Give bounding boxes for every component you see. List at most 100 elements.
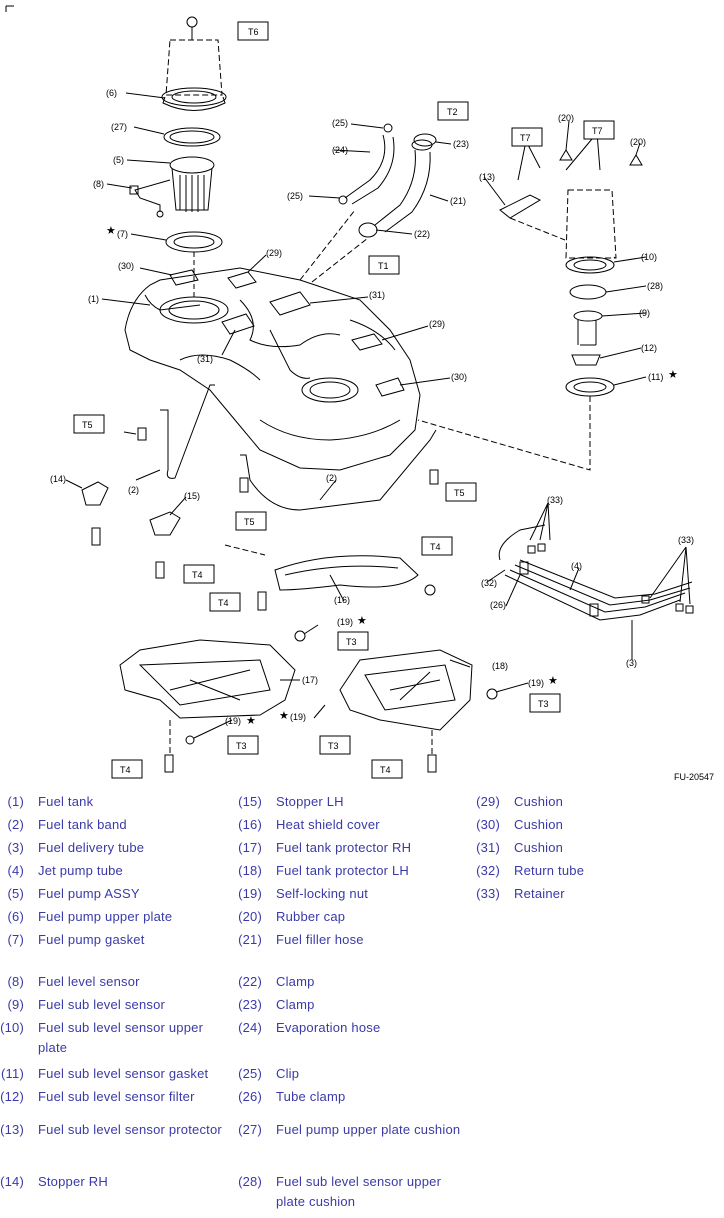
callout-12: (12) (641, 343, 657, 353)
star-icon: ★ (668, 369, 678, 381)
svg-text:T6: T6 (248, 27, 259, 37)
exploded-parts-diagram: (6) (27) (5) (8) (7) (30) (1) (29) (31) … (5, 5, 694, 779)
callout-19b: (19) (528, 678, 544, 688)
fuel-pump-assy (129, 156, 215, 218)
torque-box-t3b: T3 (529, 693, 561, 713)
fuel-sub-level-sensor-filter (571, 354, 601, 366)
callout-10: (10) (641, 252, 657, 262)
callout-20a: (20) (558, 113, 574, 123)
legend-item: (16)Heat shield cover (238, 817, 380, 832)
parts-legend: (1)Fuel tank (2)Fuel tank band (3)Fuel d… (0, 790, 724, 1218)
legend-item: (12)Fuel sub level sensor filter (0, 1089, 195, 1104)
fuel-sub-level-sensor-upper-plate (565, 189, 617, 274)
clip (338, 195, 348, 205)
star-icon: ★ (357, 615, 367, 627)
legend-item: (28)Fuel sub level sensor upper plate cu… (238, 1174, 442, 1209)
svg-text:T3: T3 (346, 637, 357, 647)
callout-33a: (33) (547, 495, 563, 505)
cushion-29 (227, 271, 383, 351)
torque-box-t1: T1 (368, 255, 400, 275)
torque-box-t3c: T3 (227, 735, 259, 755)
callout-32: (32) (481, 578, 497, 588)
callout-3: (3) (626, 658, 637, 668)
svg-text:T4: T4 (430, 542, 441, 552)
callout-28: (28) (647, 281, 663, 291)
legend-item: (10)Fuel sub level sensor upper plate (0, 1020, 204, 1055)
svg-text:T4: T4 (192, 570, 203, 580)
callout-11: (11) (648, 372, 663, 382)
legend-item: (17)Fuel tank protector RH (238, 840, 412, 855)
callouts: (6) (27) (5) (8) (7) (30) (1) (29) (31) … (50, 88, 694, 726)
legend-item: (14)Stopper RH (0, 1174, 108, 1189)
fuel-pump-upper-plate-cushion (163, 127, 221, 147)
svg-text:T1: T1 (378, 261, 389, 271)
legend-item: (27)Fuel pump upper plate cushion (238, 1122, 461, 1137)
legend-item: (20)Rubber cap (238, 909, 346, 924)
legend-item: (11)Fuel sub level sensor gasket (1, 1066, 209, 1081)
rubber-cap (559, 149, 643, 166)
legend-item: (18)Fuel tank protector LH (238, 863, 410, 878)
fuel-pump-upper-plate (161, 16, 227, 111)
heat-shield-cover (274, 555, 419, 591)
callout-29b: (29) (429, 319, 445, 329)
callout-9: (9) (639, 308, 650, 318)
cushion-30 (169, 269, 405, 397)
legend-item: (30)Cushion (476, 817, 564, 832)
legend-item: (32)Return tube (476, 863, 585, 878)
callout-13: (13) (479, 172, 495, 182)
callout-31b: (31) (197, 354, 213, 364)
legend-item: (22)Clamp (238, 974, 315, 989)
callout-27: (27) (111, 122, 127, 132)
legend-item: (1)Fuel tank (7, 794, 94, 809)
callout-29a: (29) (266, 248, 282, 258)
svg-text:T5: T5 (82, 420, 93, 430)
legend-item: (25)Clip (238, 1066, 300, 1081)
stopper-lh (149, 511, 181, 536)
torque-box-t6: T6 (237, 21, 269, 41)
callout-22: (22) (414, 229, 430, 239)
legend-item: (19)Self-locking nut (238, 886, 369, 901)
fuel-sub-level-sensor-upper-plate-cushion (569, 284, 607, 300)
legend-item: (29)Cushion (476, 794, 564, 809)
legend-item: (23)Clamp (238, 997, 315, 1012)
star-markers: ★ ★ ★ ★ ★ ★ (106, 225, 678, 727)
callout-23: (23) (453, 139, 469, 149)
svg-text:T4: T4 (120, 765, 131, 775)
fuel-sub-level-sensor-gasket (565, 377, 615, 397)
fuel-tank-protector-rh (119, 639, 296, 719)
bolt (91, 427, 439, 773)
legend-item: (13)Fuel sub level sensor protector (0, 1122, 222, 1137)
legend-item: (24)Evaporation hose (238, 1020, 381, 1035)
legend-item: (8)Fuel level sensor (7, 974, 140, 989)
callout-19a: (19) (337, 617, 353, 627)
clamp-22 (358, 222, 378, 238)
callout-25b: (25) (287, 191, 303, 201)
legend-item: (2)Fuel tank band (7, 817, 127, 832)
callout-17: (17) (302, 675, 318, 685)
fuel-sub-level-sensor (573, 310, 603, 346)
callout-14: (14) (50, 474, 66, 484)
callout-31a: (31) (369, 290, 385, 300)
legend-item: (31)Cushion (476, 840, 564, 855)
legend-item: (7)Fuel pump gasket (7, 932, 145, 947)
callout-24: (24) (332, 145, 348, 155)
callout-30b: (30) (451, 372, 467, 382)
legend-item: (9)Fuel sub level sensor (7, 997, 166, 1012)
torque-box-t5a: T5 (73, 414, 105, 434)
svg-text:T5: T5 (454, 488, 465, 498)
clamp-23 (413, 133, 437, 147)
legend-item: (4)Jet pump tube (7, 863, 123, 878)
callout-4: (4) (571, 561, 582, 571)
callout-19c: (19) (225, 716, 241, 726)
tube-clamp (519, 561, 599, 617)
legend-item: (33)Retainer (476, 886, 565, 901)
svg-text:T3: T3 (538, 699, 549, 709)
star-icon: ★ (246, 715, 256, 727)
legend-item: (15)Stopper LH (238, 794, 344, 809)
fuel-tank-band (160, 384, 437, 511)
legend-item: (21)Fuel filler hose (238, 932, 364, 947)
svg-text:T2: T2 (447, 107, 458, 117)
svg-text:T4: T4 (380, 765, 391, 775)
legend-item: (3)Fuel delivery tube (7, 840, 145, 855)
callout-5: (5) (113, 155, 124, 165)
